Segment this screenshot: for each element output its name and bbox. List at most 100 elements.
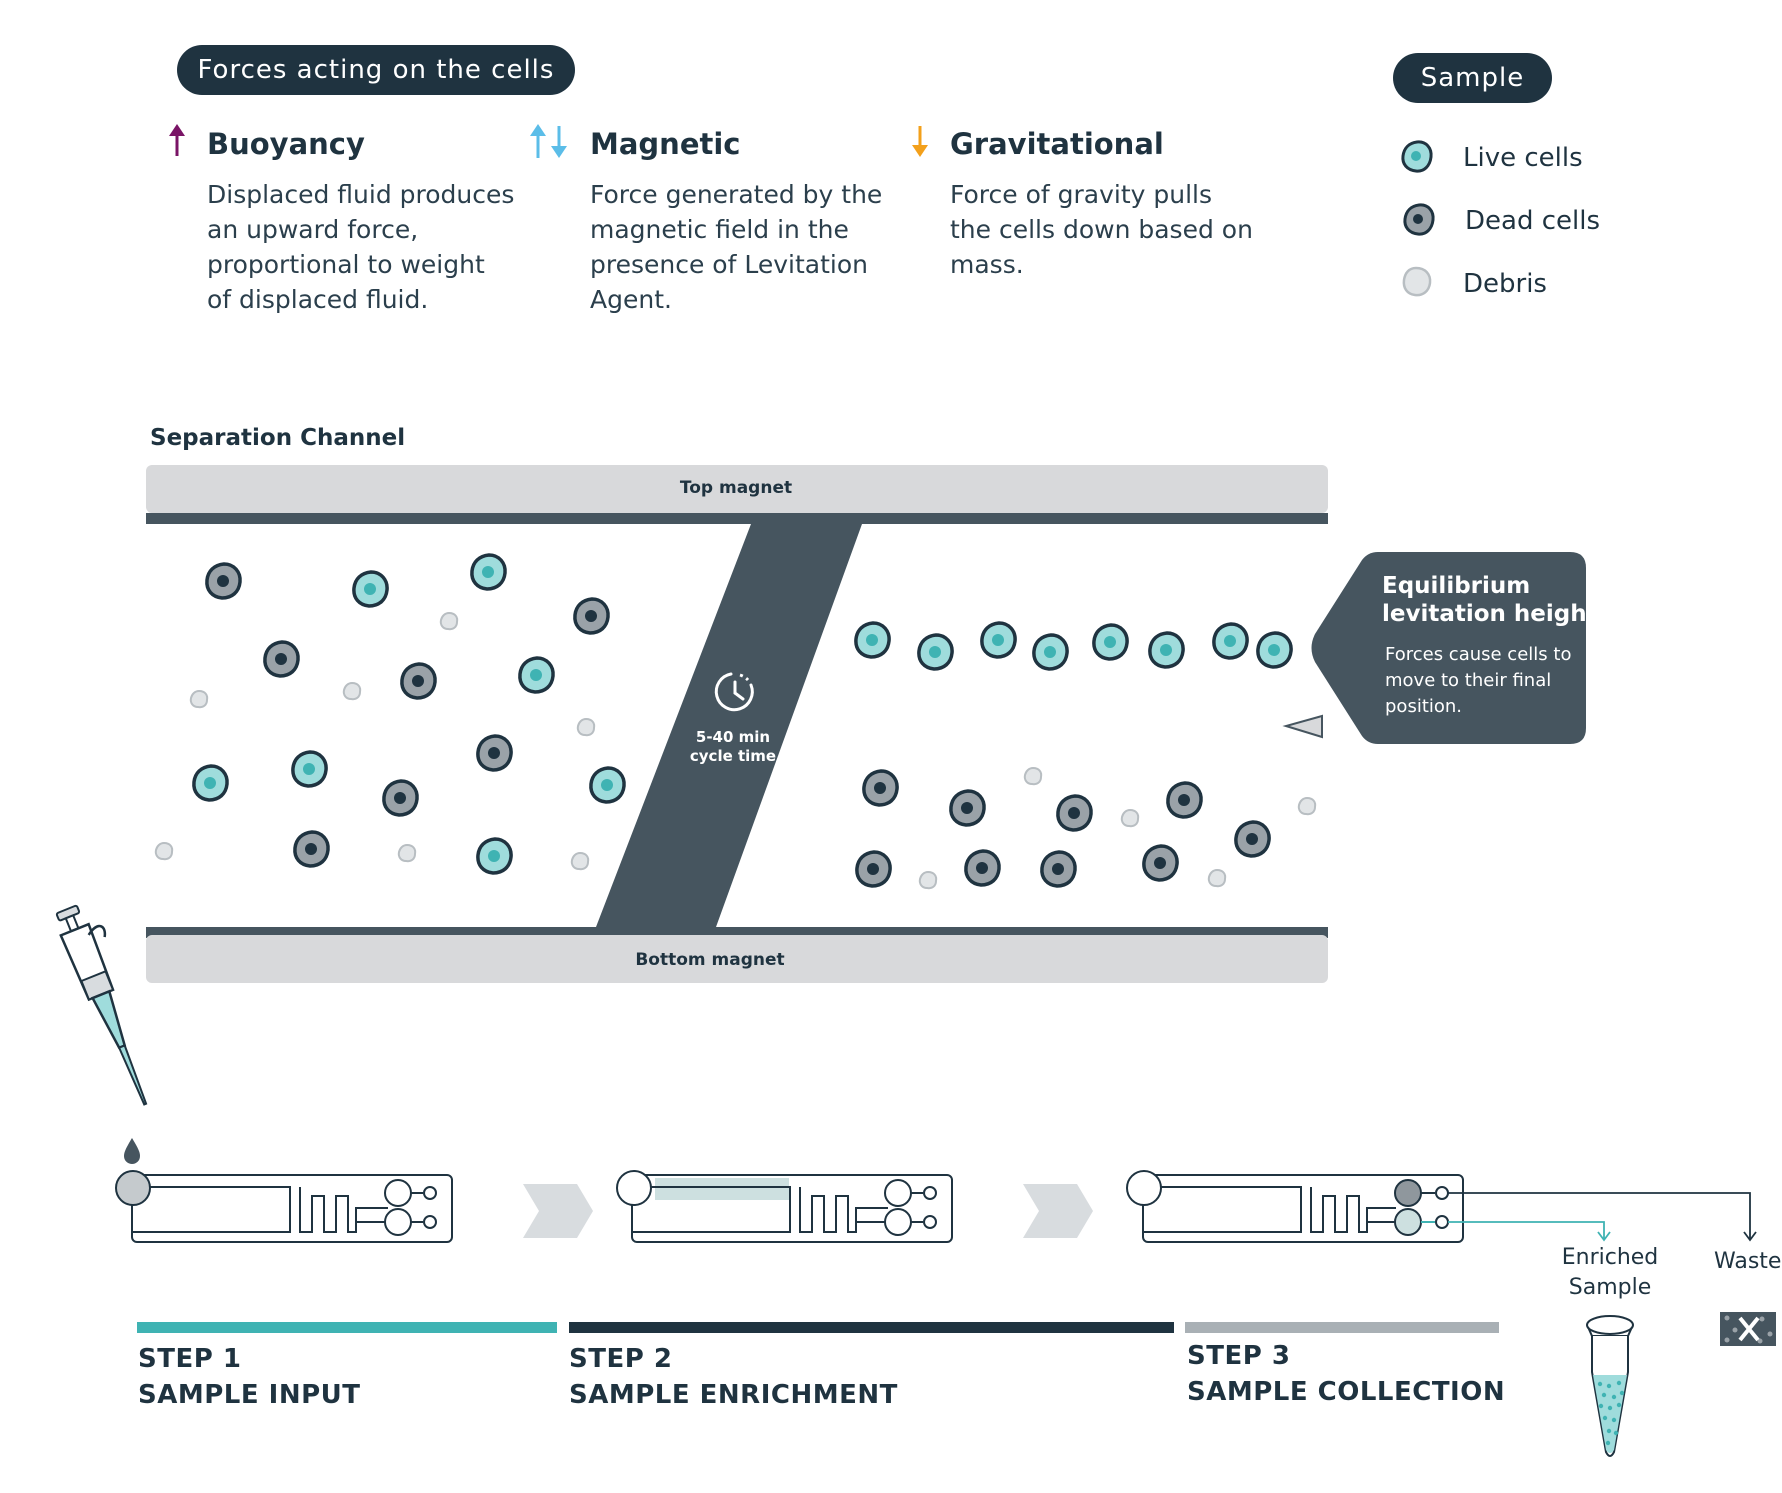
live-cell [917, 633, 954, 671]
cycle-time-label: 5-40 min cycle time [672, 728, 794, 766]
dead-cell [964, 849, 1001, 887]
step-chevron-2 [1023, 1184, 1093, 1238]
enriched-label-line: Sample [1568, 1275, 1652, 1300]
equilibrium-title-line: levitation heights: [1382, 601, 1621, 627]
dead-cell [476, 734, 513, 772]
live-cell [1148, 631, 1185, 669]
buoyancy-desc-line: proportional to weight [207, 250, 485, 279]
sample-heading-pill: Sample [1393, 53, 1552, 103]
live-cell [192, 764, 229, 802]
separation-channel-heading: Separation Channel [150, 425, 406, 451]
live-cell [1256, 631, 1293, 669]
droplet-icon [124, 1138, 140, 1164]
magnetic-arrows-icon [530, 124, 567, 158]
debris [576, 718, 596, 737]
live-cell [291, 750, 328, 788]
bottom-magnet [146, 935, 1328, 983]
debris [439, 612, 459, 631]
step-2-number: STEP 2 [569, 1344, 673, 1374]
forces-heading: Forces acting on the cells [197, 55, 555, 85]
equilibrium-desc-line: position. [1385, 696, 1463, 717]
equilibrium-description: Forces cause cells to move to their fina… [1385, 642, 1571, 720]
top-magnet-label: Top magnet [679, 478, 793, 498]
sample-heading: Sample [1420, 63, 1525, 93]
debris [1207, 869, 1227, 888]
live-cell [352, 570, 389, 608]
dead-cell [263, 640, 300, 678]
live-cell [1092, 623, 1129, 661]
live-cell-icon [1401, 140, 1433, 173]
dead-cell [382, 779, 419, 817]
debris [1023, 767, 1043, 786]
buoyancy-desc-line: an upward force, [207, 215, 419, 244]
waste-label: Waste [1714, 1249, 1782, 1274]
step-2-name: SAMPLE ENRICHMENT [569, 1380, 898, 1410]
magnetic-desc-line: Agent. [590, 285, 672, 314]
gravitational-title: Gravitational [950, 127, 1164, 161]
buoyancy-desc-line: Displaced fluid produces [207, 180, 515, 209]
clock-icon [714, 672, 754, 712]
gravitational-description: Force of gravity pulls the cells down ba… [950, 177, 1253, 282]
chip-step-1 [115, 1170, 453, 1243]
dead-cell [1166, 781, 1203, 819]
live-cell [854, 621, 891, 659]
waste-bin-icon [1720, 1312, 1776, 1346]
magnetic-title: Magnetic [590, 127, 741, 161]
bottom-magnet-label: Bottom magnet [635, 950, 785, 970]
dead-cell [862, 769, 899, 807]
gravitational-desc-line: the cells down based on [950, 215, 1253, 244]
dead-cell [400, 662, 437, 700]
top-magnet [146, 465, 1328, 513]
step-1-number: STEP 1 [138, 1344, 242, 1374]
enriched-line [1448, 1221, 1605, 1240]
dead-cell [205, 562, 242, 600]
debris [189, 690, 209, 709]
magnetic-description: Force generated by the magnetic field in… [590, 177, 882, 317]
live-cell [470, 553, 507, 591]
cycle-time-line: cycle time [689, 747, 777, 765]
live-cell [1032, 633, 1069, 671]
step-chevron-1 [523, 1184, 593, 1238]
bottom-magnet-edge [146, 927, 1328, 938]
debris [342, 682, 362, 701]
dead-cell [293, 830, 330, 868]
gravitational-desc-line: mass. [950, 250, 1024, 279]
chip-step-3 [1126, 1170, 1464, 1243]
dead-cell [855, 850, 892, 888]
magnetic-desc-line: Force generated by the [590, 180, 883, 209]
magnetic-desc-line: magnetic field in the [590, 215, 849, 244]
magnetic-desc-line: presence of Levitation [590, 250, 868, 279]
step-3-name: SAMPLE COLLECTION [1187, 1377, 1506, 1407]
debris [1297, 797, 1317, 816]
buoyancy-arrow-icon [169, 124, 185, 156]
live-cells-label: Live cells [1463, 143, 1583, 173]
waste-arrowhead [1743, 1231, 1757, 1242]
live-cell [476, 837, 513, 875]
debris [154, 842, 174, 861]
chip-step-2 [616, 1170, 953, 1243]
step-3-bar [1185, 1322, 1499, 1333]
enriched-tube-icon [1586, 1315, 1634, 1457]
debris-label: Debris [1463, 269, 1547, 299]
step-2-bar [569, 1322, 1174, 1333]
enriched-sample-label: Enriched Sample [1540, 1243, 1680, 1303]
dead-cell [573, 597, 610, 635]
gravitational-desc-line: Force of gravity pulls [950, 180, 1213, 209]
buoyancy-title: Buoyancy [207, 127, 365, 161]
equilibrium-desc-line: Forces cause cells to [1385, 644, 1572, 665]
cycle-time-band [596, 524, 862, 927]
live-cell [980, 621, 1017, 659]
step-1-bar [137, 1322, 557, 1333]
live-cell [589, 766, 626, 804]
live-cell [518, 656, 555, 694]
cycle-time-line: 5-40 min [695, 728, 771, 746]
step-1-name: SAMPLE INPUT [138, 1380, 361, 1410]
dead-cell [949, 789, 986, 827]
debris [397, 844, 417, 863]
live-cell [1212, 622, 1249, 660]
buoyancy-description: Displaced fluid produces an upward force… [207, 177, 514, 317]
equilibrium-desc-line: move to their final [1385, 670, 1552, 691]
pipette-icon [55, 904, 148, 1106]
gravity-arrow-icon [912, 126, 928, 157]
